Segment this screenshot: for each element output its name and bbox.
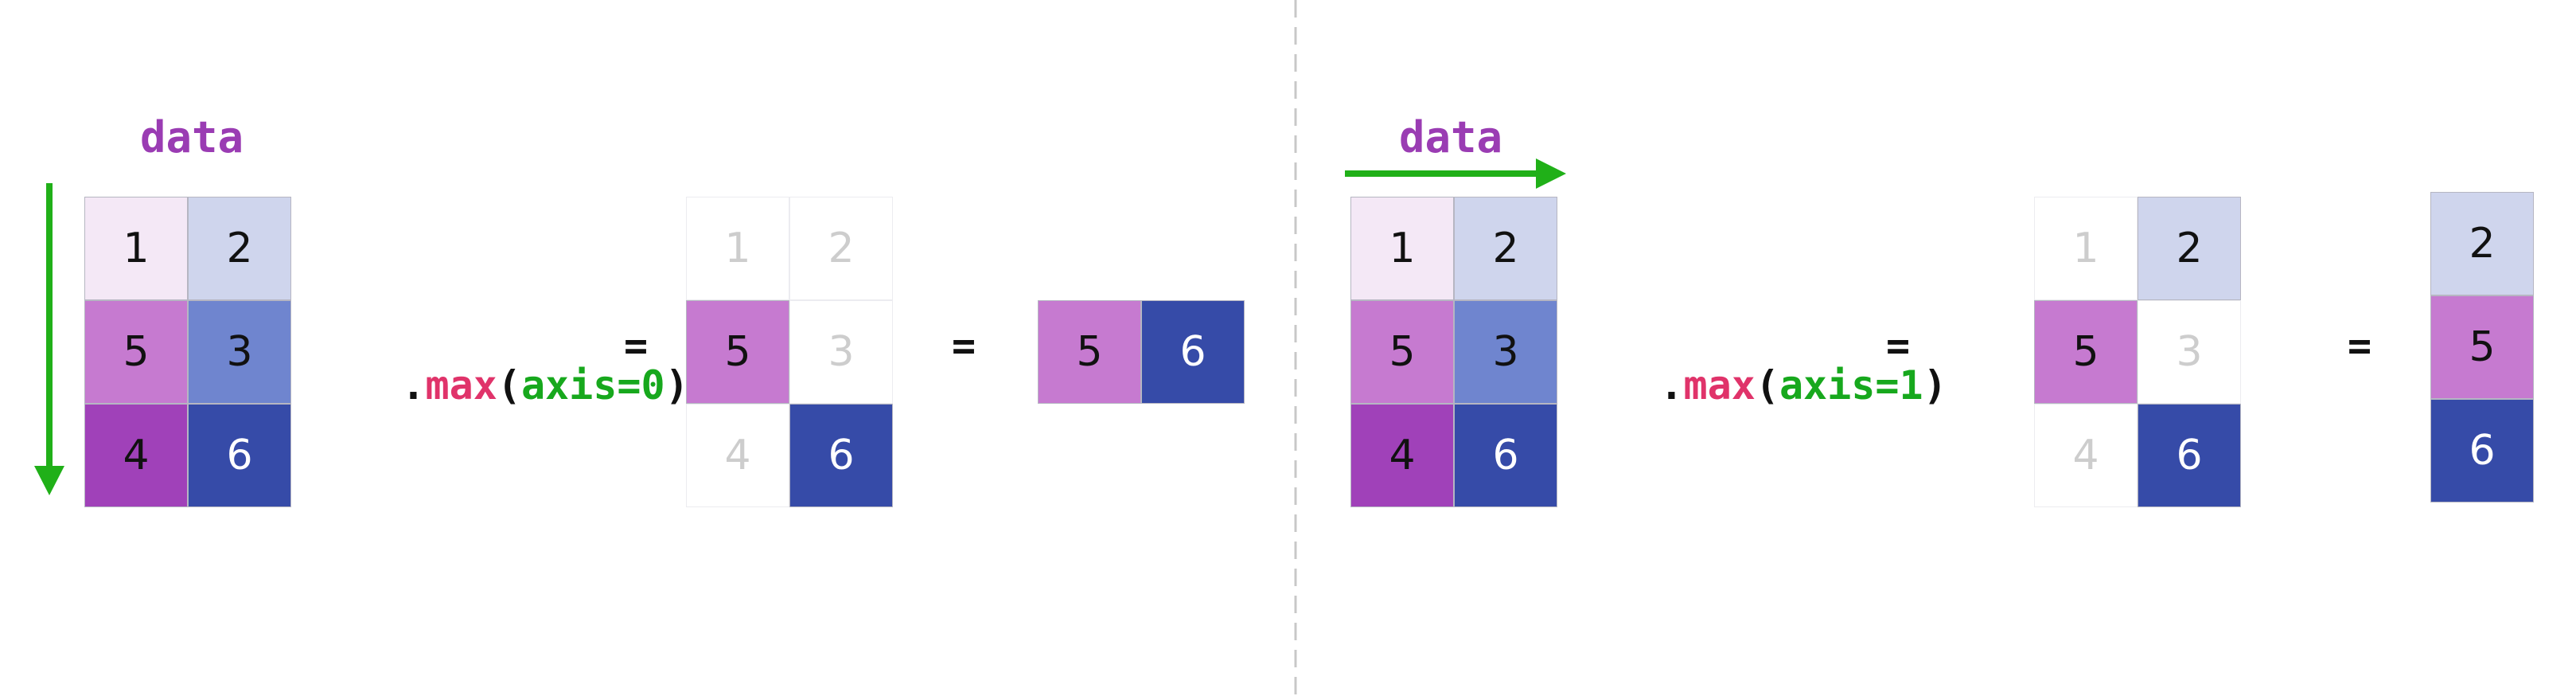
left-select-cell-r1c0: 5 (686, 300, 789, 404)
left-expr-method: max (425, 362, 497, 409)
right-result-cell-0: 2 (2430, 192, 2534, 295)
left-expr-dot: . (401, 362, 426, 409)
left-input-cell-r1c0: 5 (84, 300, 188, 404)
left-equals-2: = (952, 323, 976, 369)
left-select-cell-r2c0: 4 (686, 404, 789, 507)
right-expr-arg: axis=1 (1779, 362, 1923, 409)
left-expr-arg: axis=0 (520, 362, 665, 409)
right-equals-2: = (2348, 323, 2372, 369)
left-input-cell-r0c0: 1 (84, 197, 188, 300)
right-input-cell-r0c0: 1 (1350, 197, 1454, 300)
right-equals-1: = (1886, 323, 1911, 369)
right-select-cell-r1c0: 5 (2034, 300, 2138, 404)
left-equals-1: = (624, 323, 649, 369)
left-result-cell-1: 6 (1141, 300, 1245, 404)
right-select-cell-r0c1: 2 (2138, 197, 2241, 300)
left-select-cell-r1c1: 3 (789, 300, 893, 404)
right-select-cell-r2c1: 6 (2138, 404, 2241, 507)
right-input-cell-r1c0: 5 (1350, 300, 1454, 404)
left-data-label: data (140, 112, 244, 162)
left-input-cell-r2c0: 4 (84, 404, 188, 507)
right-select-cell-r2c0: 4 (2034, 404, 2138, 507)
left-input-cell-r1c1: 3 (188, 300, 291, 404)
left-input-cell-r2c1: 6 (188, 404, 291, 507)
left-expr-open: ( (497, 362, 521, 409)
right-expr-dot: . (1659, 362, 1684, 409)
left-select-cell-r0c1: 2 (789, 197, 893, 300)
axis0-arrow-head (34, 466, 64, 495)
right-input-cell-r2c1: 6 (1454, 404, 1557, 507)
right-expression: .max(axis=1) (1564, 326, 1947, 445)
left-expr-close: ) (664, 362, 689, 409)
right-data-label: data (1399, 112, 1503, 162)
left-result-cell-0: 5 (1038, 300, 1141, 404)
right-select-cell-r0c0: 1 (2034, 197, 2138, 300)
left-select-cell-r0c0: 1 (686, 197, 789, 300)
right-input-cell-r2c0: 4 (1350, 404, 1454, 507)
left-input-cell-r0c1: 2 (188, 197, 291, 300)
right-expr-open: ( (1755, 362, 1779, 409)
right-result-cell-1: 5 (2430, 295, 2534, 399)
right-select-cell-r1c1: 3 (2138, 300, 2241, 404)
right-result-cell-2: 6 (2430, 399, 2534, 502)
axis1-arrow-head (1536, 158, 1566, 189)
left-expression: .max(axis=0) (306, 326, 689, 445)
right-input-cell-r1c1: 3 (1454, 300, 1557, 404)
left-select-cell-r2c1: 6 (789, 404, 893, 507)
right-expr-close: ) (1923, 362, 1947, 409)
right-input-cell-r0c1: 2 (1454, 197, 1557, 300)
right-expr-method: max (1683, 362, 1756, 409)
